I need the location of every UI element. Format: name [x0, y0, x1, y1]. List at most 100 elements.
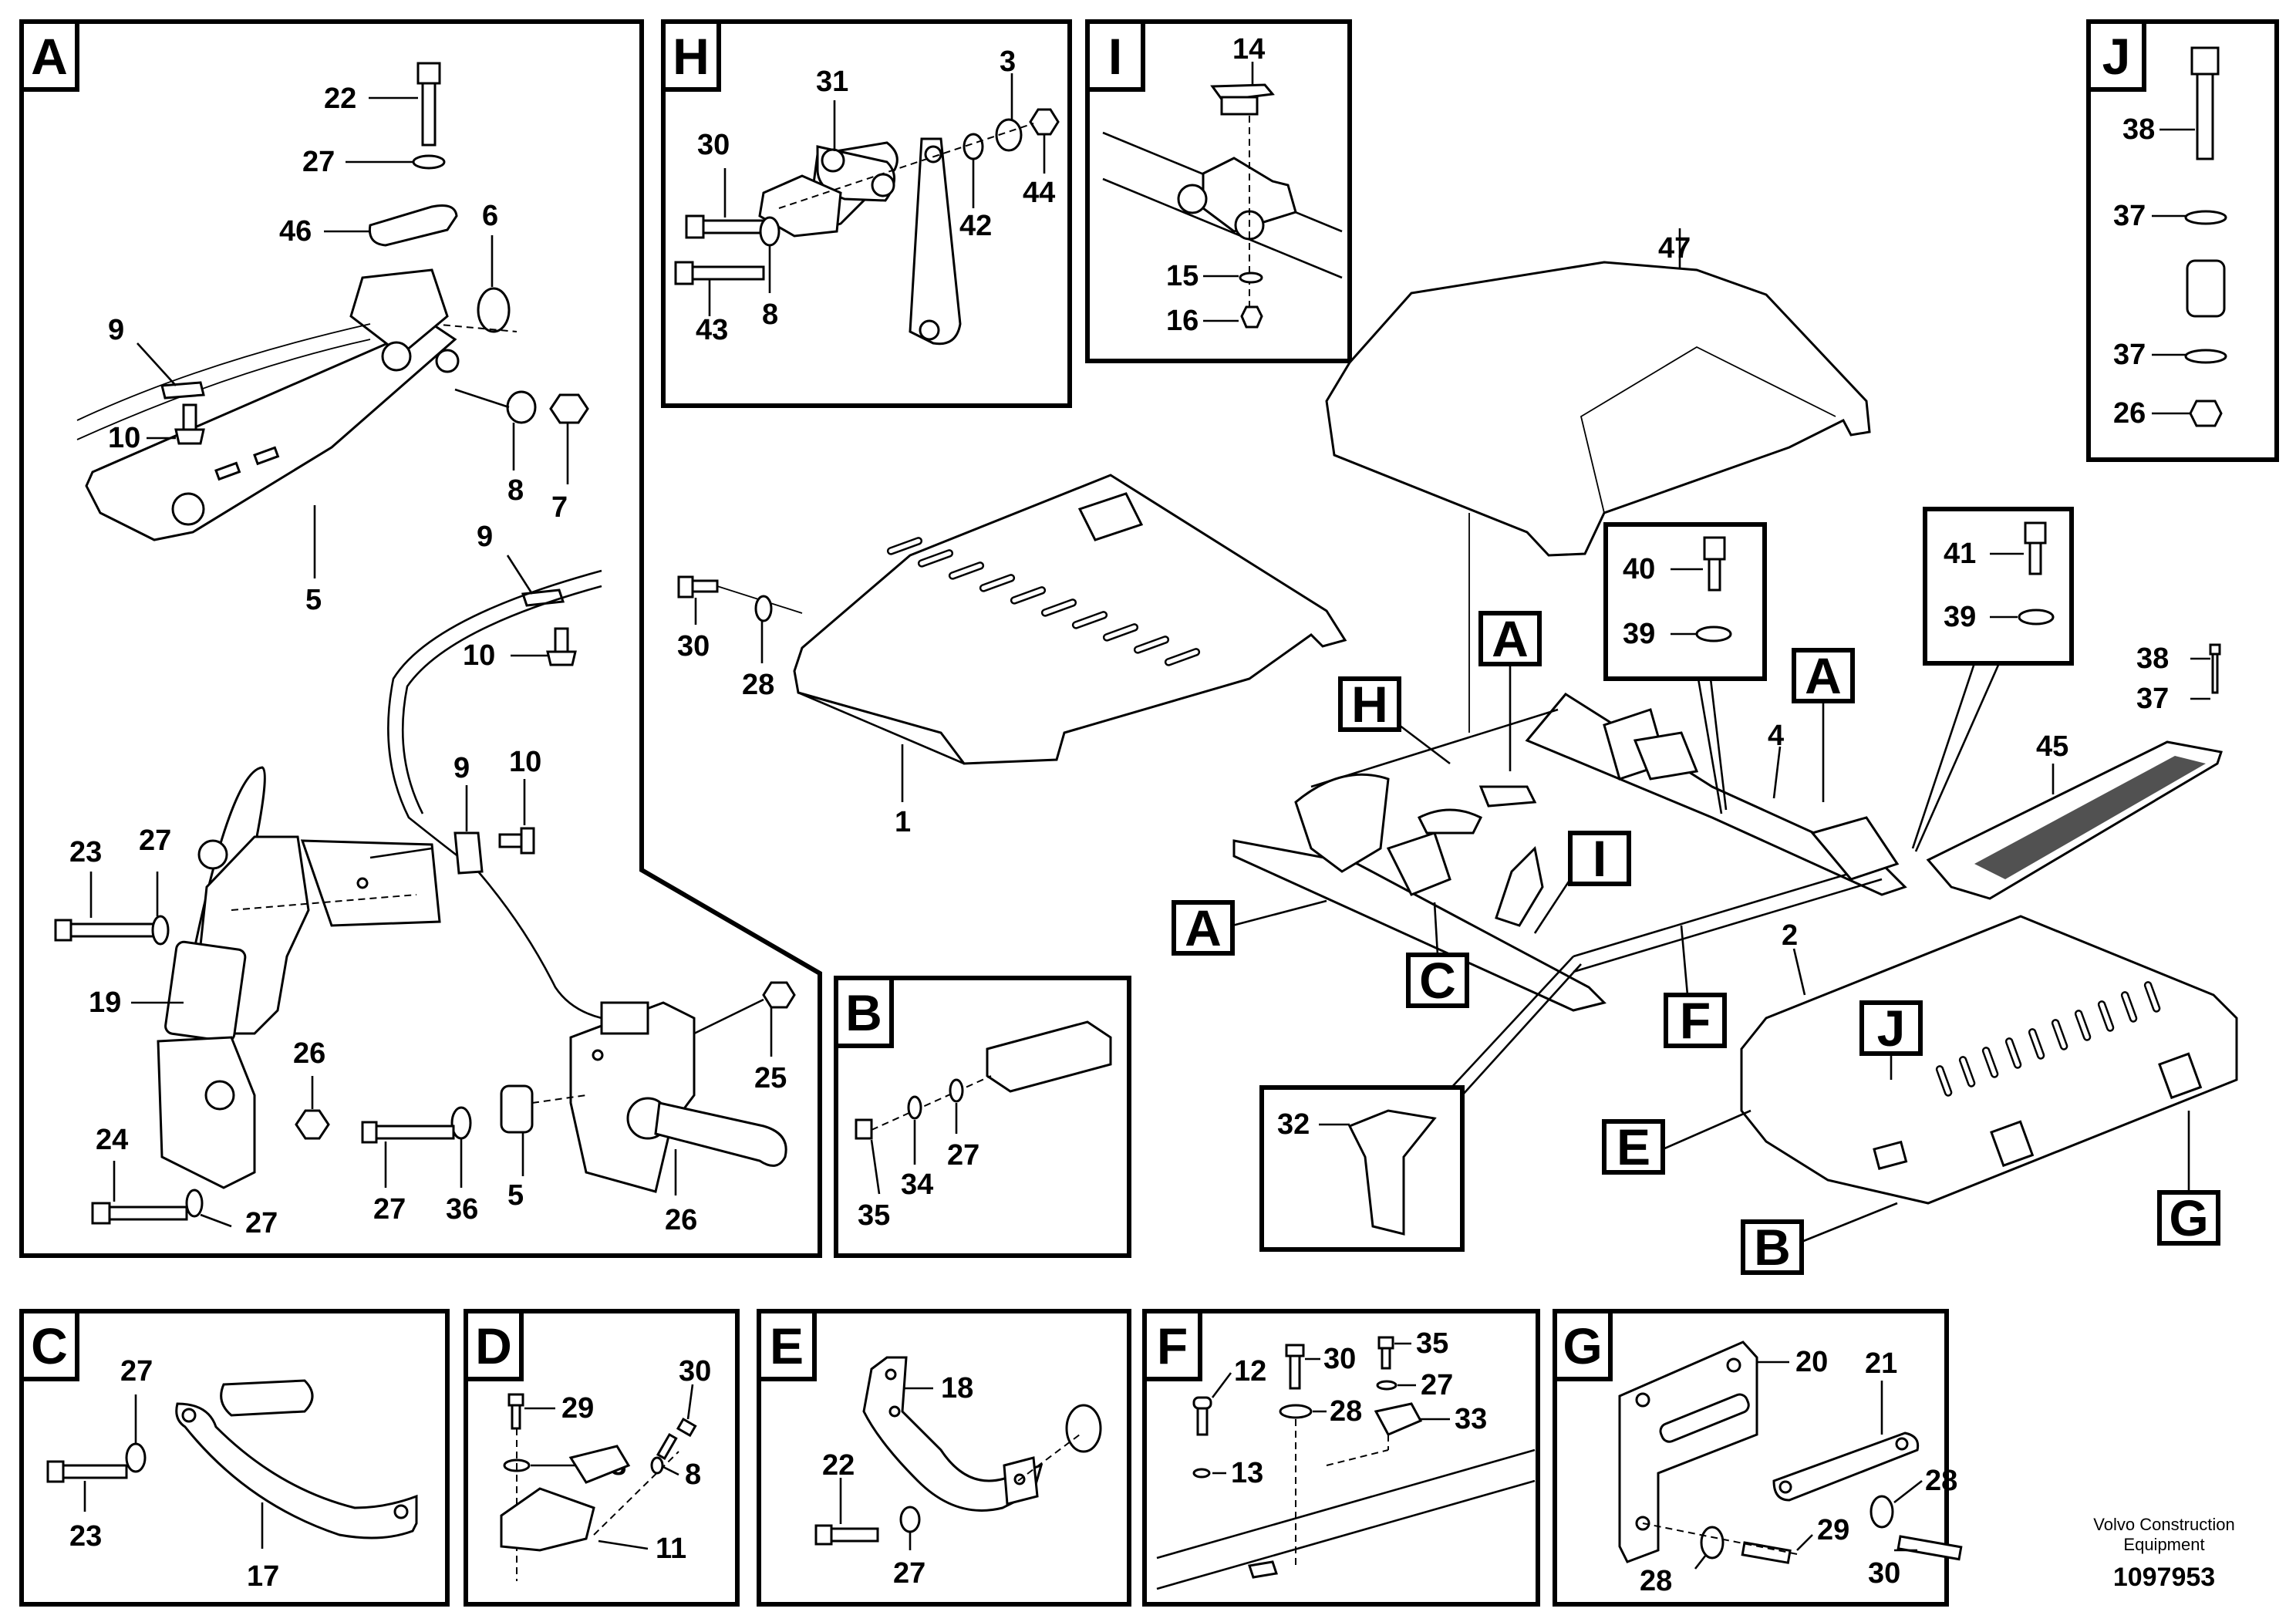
washer-28f — [1279, 1404, 1313, 1419]
bolt-30d — [676, 1417, 697, 1438]
callout-27h: 27 — [1421, 1369, 1453, 1401]
callout-27b: 27 — [139, 824, 171, 857]
bolt-30g — [1896, 1535, 1963, 1561]
company-line-2: Equipment — [2123, 1535, 2204, 1554]
callout-11: 11 — [656, 1533, 686, 1565]
callout-27: 27 — [302, 146, 335, 178]
callout-22: 22 — [324, 83, 356, 115]
bushing-42 — [963, 133, 984, 160]
view-c-panel: C 27 23 17 — [19, 1309, 450, 1607]
spacer-j — [2186, 259, 2226, 318]
callout-8d: 8 — [685, 1458, 701, 1491]
callout-37b: 37 — [2113, 339, 2146, 371]
cable — [387, 569, 602, 1020]
callout-28g2: 28 — [1640, 1565, 1672, 1597]
view-j-label: J — [2102, 28, 2131, 85]
bumper-e — [1065, 1404, 1102, 1453]
callout-37o: 37 — [2136, 683, 2169, 715]
hinge-11 — [500, 1487, 595, 1552]
callout-41: 41 — [1944, 538, 1976, 570]
callout-35: 35 — [858, 1199, 890, 1232]
callout-29: 29 — [561, 1392, 594, 1425]
view-d-label: D — [475, 1317, 512, 1374]
washer-27 — [412, 154, 446, 170]
view-j-panel: J 38 37 37 26 — [2086, 19, 2279, 462]
callout-9c: 9 — [453, 752, 470, 784]
callout-3: 3 — [1000, 46, 1016, 78]
callout-33: 33 — [1455, 1403, 1487, 1435]
view-g-panel: G 20 21 28 30 28 29 — [1553, 1309, 1963, 1607]
overview: 47 30 28 1 — [677, 228, 2238, 1252]
link-bar — [909, 137, 962, 346]
washer-28o — [754, 595, 773, 622]
callout-2: 2 — [1782, 919, 1798, 952]
hood-47 — [1325, 261, 1871, 557]
callout-4: 4 — [1768, 720, 1784, 752]
view-e-label: E — [770, 1317, 804, 1374]
callout-23: 23 — [69, 836, 102, 868]
nut-44 — [1029, 108, 1060, 136]
view-b-panel: B 35 34 27 — [834, 976, 1131, 1258]
ref-c: C — [1419, 952, 1456, 1009]
callout-10b: 10 — [463, 639, 495, 672]
view-e-label-box — [757, 1309, 817, 1381]
view-h-label-box — [661, 19, 721, 92]
bolt-25 — [361, 1121, 378, 1144]
pin-12 — [1192, 1396, 1212, 1410]
view-i-label: I — [1108, 28, 1122, 85]
bolt-38 — [2190, 46, 2220, 76]
view-f-label: F — [1157, 1317, 1188, 1374]
callout-27c: 27 — [245, 1207, 278, 1239]
nut-26 — [295, 1109, 330, 1140]
callout-38: 38 — [2122, 113, 2155, 146]
washer-34 — [907, 1095, 922, 1120]
callout-35f: 35 — [1416, 1327, 1448, 1360]
callout-43: 43 — [696, 314, 728, 346]
callout-8h: 8 — [762, 298, 778, 331]
clamp-46 — [368, 204, 458, 247]
washer-27d — [450, 1106, 472, 1140]
bolt-10b — [554, 627, 569, 653]
callout-27d: 36 — [446, 1193, 478, 1226]
spacer-36 — [500, 1084, 534, 1134]
view-i-panel: I 14 15 16 — [1085, 19, 1352, 363]
callout-12: 12 — [1234, 1355, 1266, 1388]
bolt-23 — [54, 919, 72, 942]
detail-box-32 — [1259, 1085, 1465, 1252]
ref-b: B — [1754, 1219, 1791, 1276]
view-i-label-box — [1085, 19, 1145, 92]
callout-44: 44 — [1023, 177, 1055, 209]
view-f-panel: F 12 13 30 28 35 27 33 — [1142, 1309, 1540, 1607]
callout-15: 15 — [1166, 260, 1199, 292]
ref-j: J — [1877, 1000, 1906, 1057]
lock-handle-19 — [157, 766, 441, 1189]
nut-7 — [549, 393, 589, 424]
ref-a-left: A — [1185, 899, 1222, 956]
cover-1 — [793, 474, 1347, 765]
callout-28g: 28 — [1925, 1465, 1957, 1497]
overview-refs: A A A H I C F J E B G — [1172, 610, 2220, 1276]
washer-27e — [949, 1078, 964, 1103]
callout-23c: 23 — [69, 1520, 102, 1553]
ref-a-right: A — [1805, 647, 1842, 704]
callout-17: 17 — [247, 1560, 279, 1593]
washer-3 — [995, 118, 1023, 152]
callout-21: 21 — [1865, 1347, 1897, 1380]
callout-27e: 27 — [947, 1139, 979, 1172]
nut-26j — [2189, 400, 2223, 427]
bolt-43 — [674, 261, 694, 285]
handle-pad — [220, 1379, 314, 1417]
callout-10: 10 — [108, 422, 140, 454]
bolt-10 — [182, 403, 197, 431]
callout-40: 40 — [1623, 553, 1655, 585]
washer-8h — [759, 216, 781, 247]
washer-28g — [1870, 1495, 1894, 1529]
callout-36: 5 — [507, 1179, 524, 1212]
callout-47: 47 — [1658, 232, 1691, 265]
view-j-label-box — [2086, 19, 2146, 92]
callout-37: 37 — [2113, 200, 2146, 232]
bushing-6 — [477, 287, 511, 333]
callout-18: 18 — [941, 1372, 973, 1404]
callout-26b: 25 — [754, 1062, 787, 1094]
